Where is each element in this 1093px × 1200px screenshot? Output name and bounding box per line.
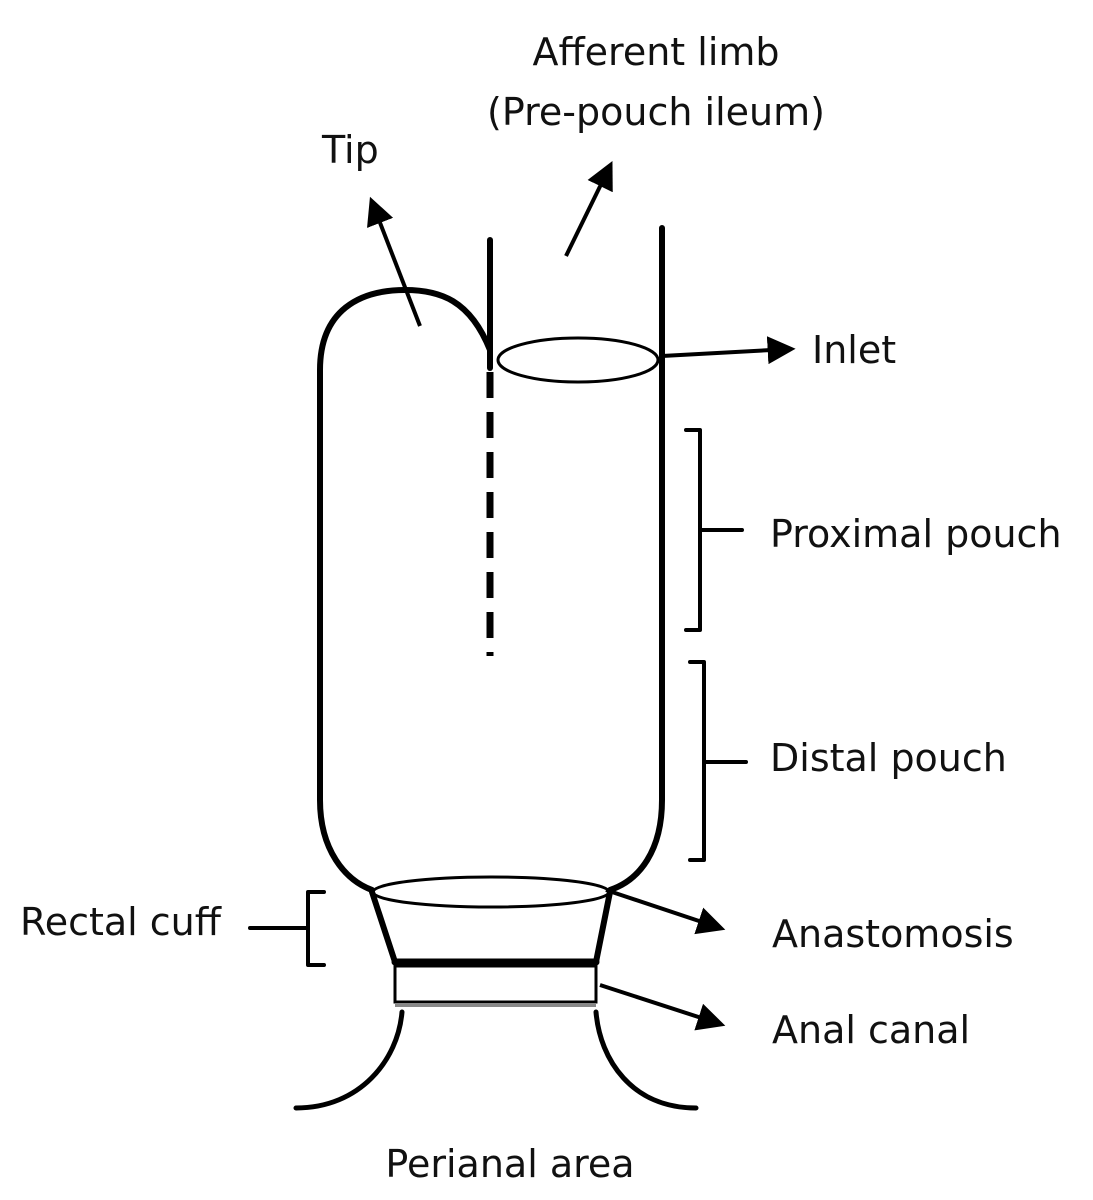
anal-canal-arrow	[599, 983, 726, 1031]
rectal-cuff-bracket	[248, 890, 326, 967]
proximal-pouch-bracket	[684, 428, 744, 632]
anastomosis-arrow	[605, 888, 726, 935]
anal-canal-label: Anal canal	[772, 1008, 971, 1052]
afferent-limb-label-line1: Afferent limb	[532, 30, 780, 74]
inlet-ellipse	[496, 336, 660, 384]
distal-pouch-label: Distal pouch	[770, 736, 1007, 780]
rectal-cuff-left	[369, 889, 398, 965]
perianal-area-label: Perianal area	[385, 1142, 635, 1186]
perianal-curve-right	[593, 1009, 699, 1111]
perianal-curve-left	[293, 1009, 405, 1111]
afferent-limb-label-line2: (Pre-pouch ileum)	[487, 90, 825, 134]
rectal-cuff-right	[593, 889, 613, 965]
distal-pouch-bracket	[688, 660, 748, 862]
afferent-limb-arrow	[564, 160, 613, 257]
tip-arrow	[367, 196, 422, 327]
inlet-arrow	[661, 336, 796, 365]
anal-canal-rect	[393, 964, 598, 1004]
pouch-outline	[317, 225, 665, 893]
tip-label: Tip	[322, 128, 379, 172]
proximal-pouch-label: Proximal pouch	[770, 512, 1062, 556]
anastomosis-ellipse	[371, 875, 611, 909]
rectal-cuff-label: Rectal cuff	[20, 900, 221, 944]
anastomosis-label: Anastomosis	[772, 912, 1014, 956]
inlet-label: Inlet	[812, 328, 897, 372]
